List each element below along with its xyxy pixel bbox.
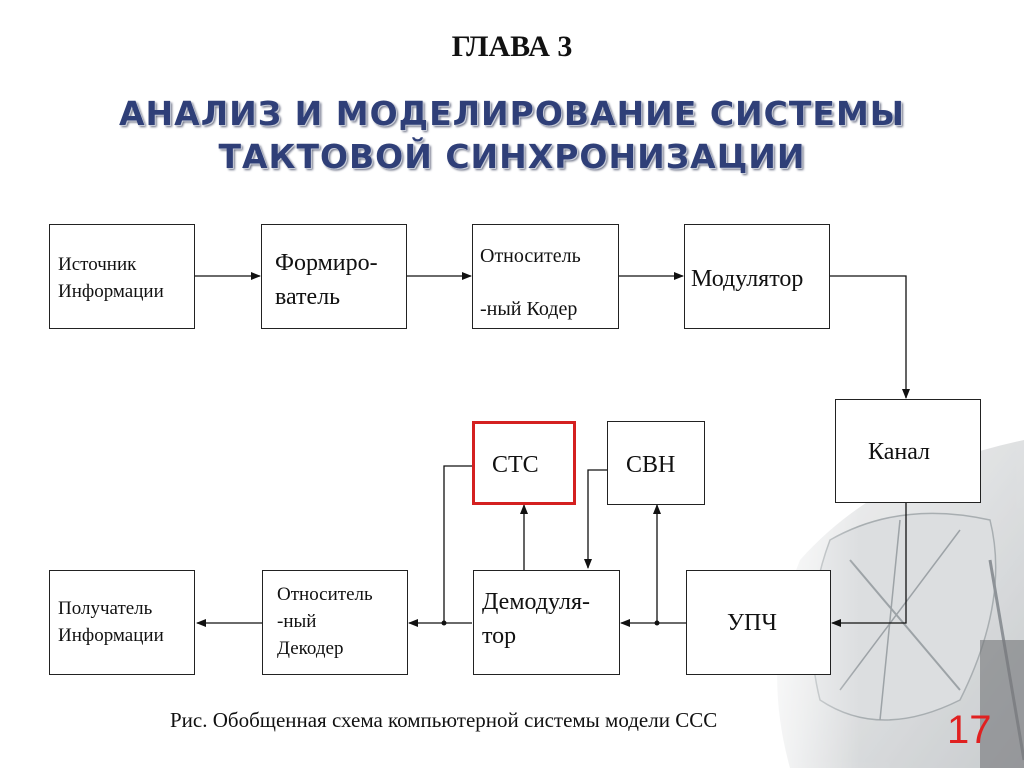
block-channel	[835, 399, 981, 503]
block-source	[49, 224, 195, 329]
block-receiver-label-1: Получатель	[58, 598, 153, 619]
block-shaper-label-1: Формиро-	[275, 250, 378, 276]
slide-title-line-1: АНАЛИЗ И МОДЕЛИРОВАНИЕ СИСТЕМЫ	[119, 94, 905, 133]
block-relative-decoder-label-2: -ный	[277, 611, 317, 632]
block-relative-decoder-label-1: Относитель	[277, 584, 373, 605]
block-ifa-label: УПЧ	[727, 610, 777, 636]
slide-title-line-2: ТАКТОВОЙ СИНХРОНИЗАЦИИ	[218, 137, 806, 176]
block-demodulator-label-1: Демодуля-	[482, 589, 590, 615]
block-ctc-label: СТС	[492, 452, 539, 478]
block-relative-encoder-label-2: -ный Кодер	[480, 298, 578, 320]
block-modulator	[684, 224, 830, 329]
figure-caption: Рис. Обобщенная схема компьютерной систе…	[170, 708, 718, 732]
block-channel-label: Канал	[868, 439, 931, 465]
chapter-heading: ГЛАВА 3	[451, 30, 573, 63]
block-relative-decoder	[262, 570, 408, 675]
block-receiver	[49, 570, 195, 675]
block-relative-decoder-label-3: Декодер	[277, 638, 344, 659]
block-shaper-label-2: ватель	[275, 284, 341, 310]
block-cvn	[607, 421, 705, 505]
block-ifa	[686, 570, 831, 675]
block-ctc-highlighted	[472, 421, 576, 505]
block-demodulator-label-2: тор	[482, 623, 517, 649]
block-demodulator	[473, 570, 620, 675]
block-relative-encoder-label-1: Относитель	[480, 245, 581, 267]
block-shaper	[261, 224, 407, 329]
block-source-label-1: Источник	[58, 254, 137, 275]
block-modulator-label: Модулятор	[691, 266, 804, 292]
block-receiver-label-2: Информации	[58, 625, 164, 646]
block-cvn-label: СВН	[626, 452, 676, 478]
page-number: 17	[947, 708, 992, 752]
block-relative-encoder	[472, 224, 619, 329]
block-source-label-2: Информации	[58, 281, 164, 302]
